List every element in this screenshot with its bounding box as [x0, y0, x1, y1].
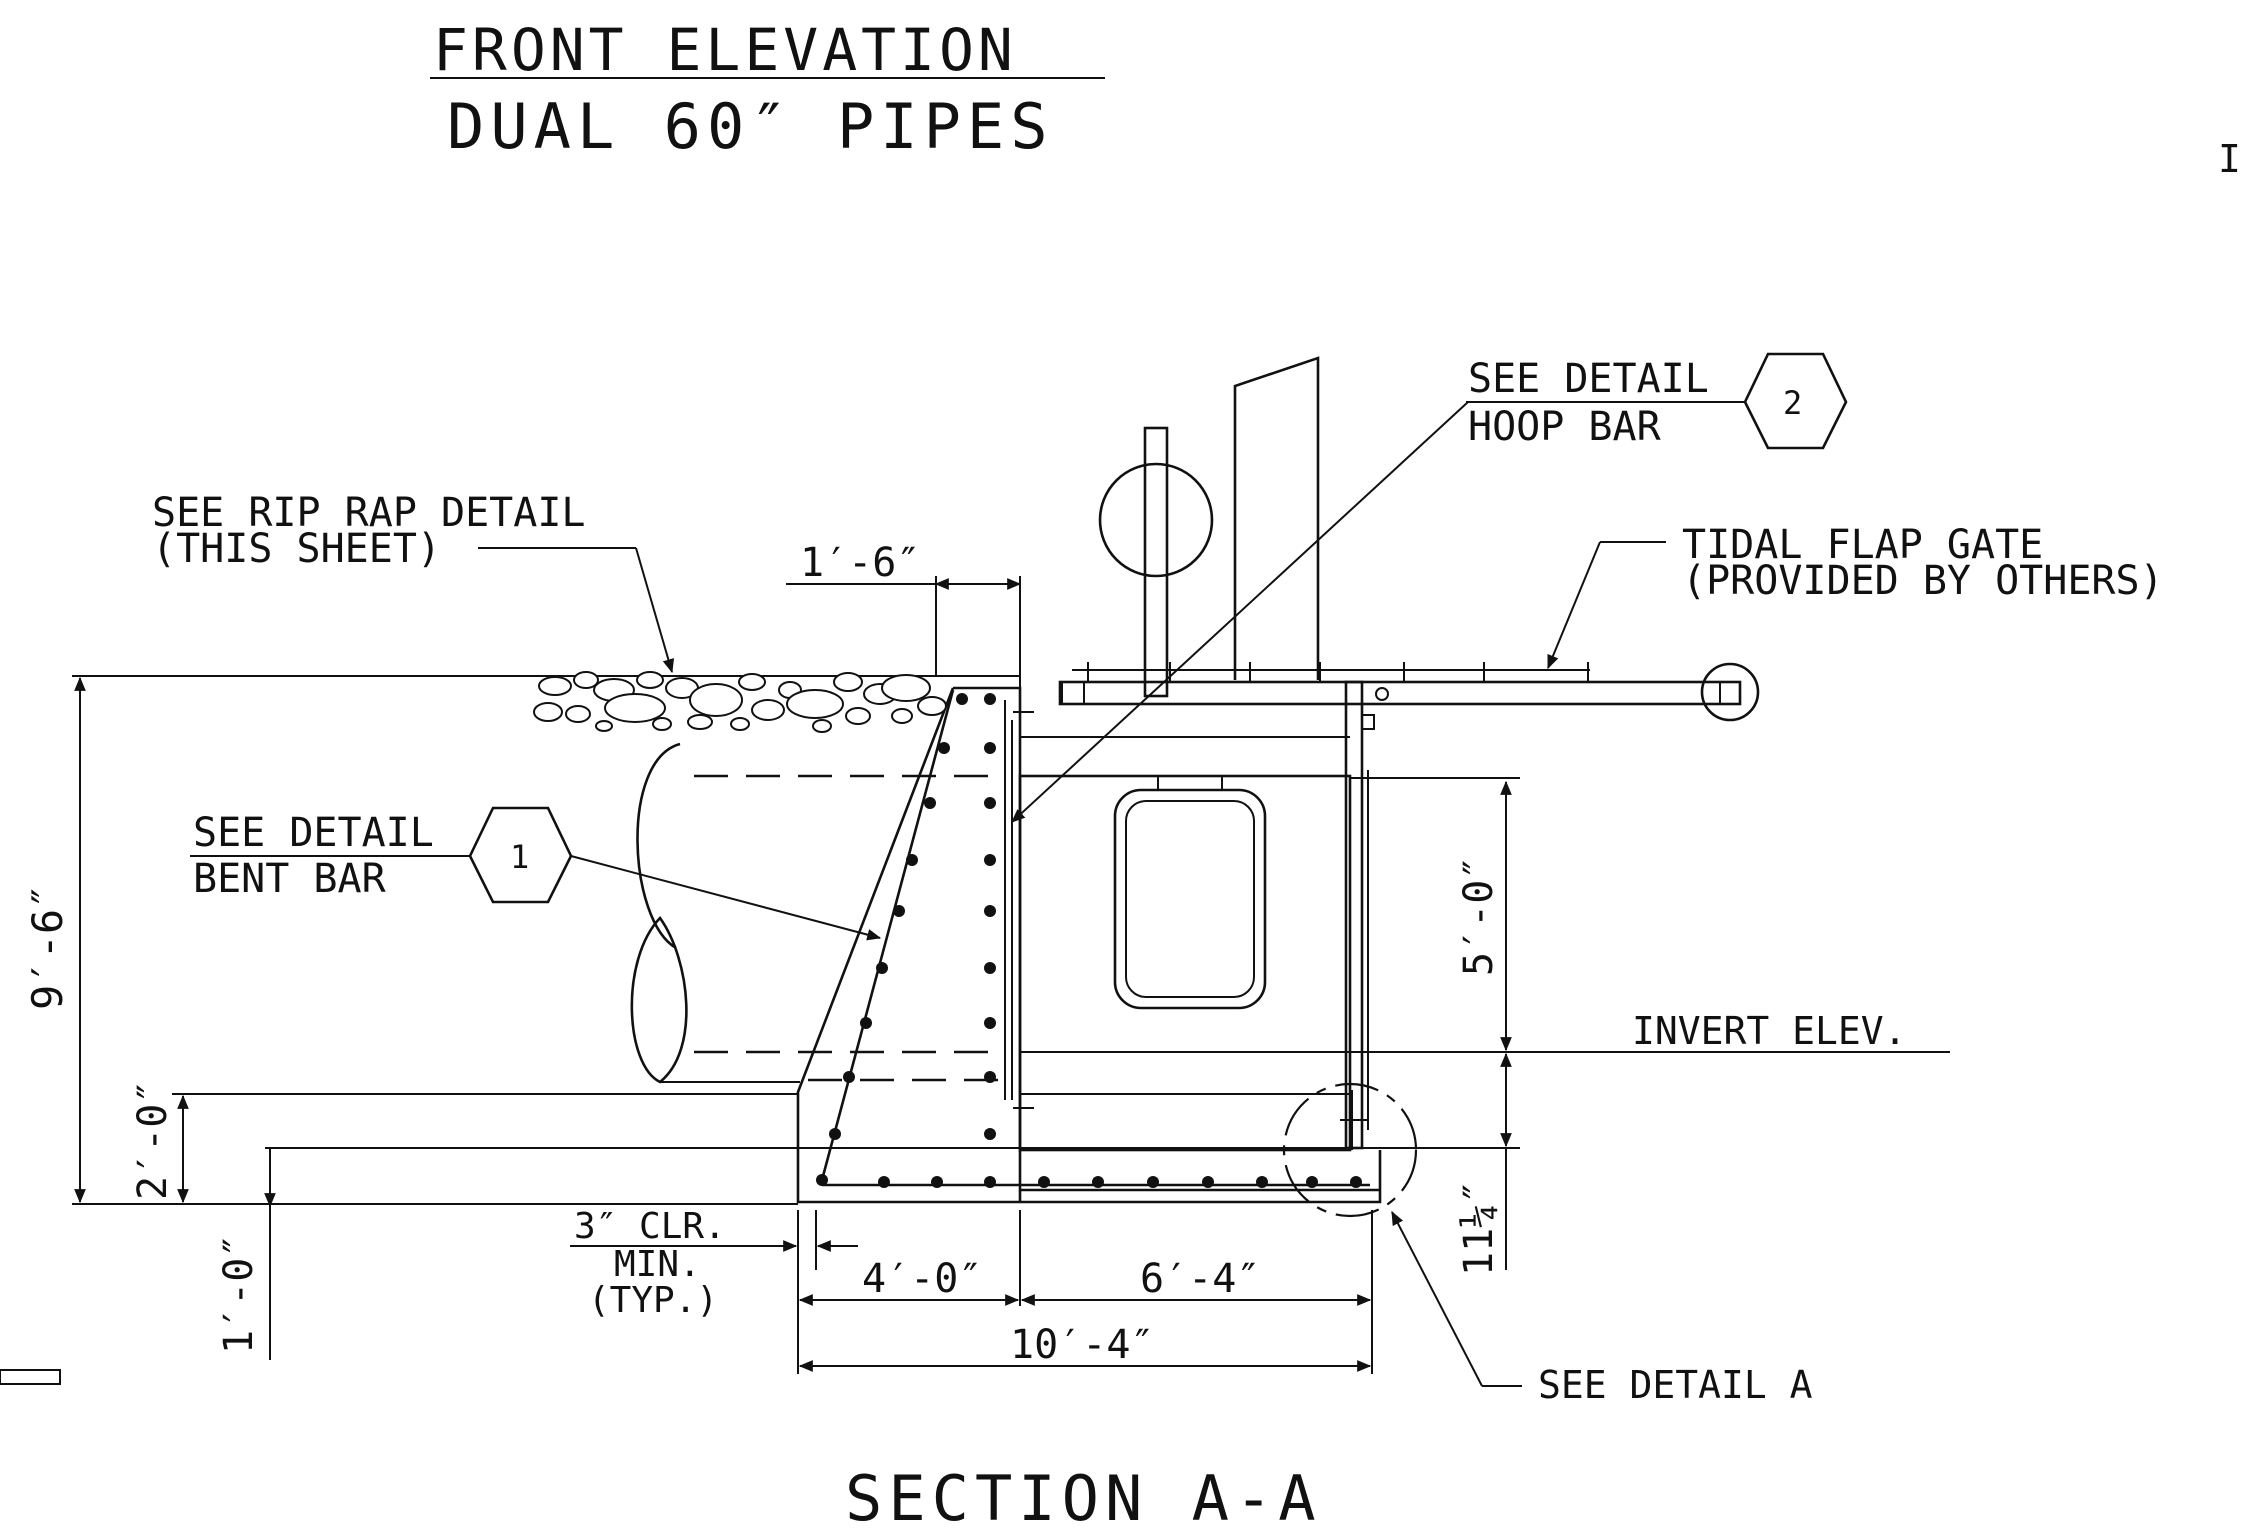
- edge-fragment: [0, 1369, 61, 1385]
- dim-invert-offset: 11¼″: [1456, 1180, 1502, 1276]
- operator-wheel: [1098, 462, 1214, 578]
- pipe-section-cut: [630, 915, 688, 1084]
- clr-line3: (TYP.): [588, 1280, 718, 1321]
- detail-a-marker: [1013, 711, 1418, 1218]
- detail-2-line1: SEE DETAIL: [1468, 356, 1709, 402]
- dim-base-right: 6′-4″: [1140, 1256, 1260, 1302]
- detail-1-line1: SEE DETAIL: [193, 810, 434, 856]
- detail-2-tag: 2: [1783, 384, 1802, 422]
- tidal-line2: (PROVIDED BY OTHERS): [1682, 558, 2164, 604]
- dim-base-left: 4′-0″: [862, 1256, 982, 1302]
- callouts: SEE DETAIL HOOP BAR 2 SEE RIP RAP DETAIL…: [152, 352, 2164, 1407]
- detail-1-tag: 1: [510, 838, 529, 876]
- invert-elevation-label: INVERT ELEV.: [1632, 1009, 1907, 1053]
- dim-slab-depth: 2′-0″: [130, 1080, 176, 1200]
- edge-text-fragment: I: [2218, 137, 2241, 181]
- clr-line2: MIN.: [614, 1244, 701, 1285]
- headwall-structure: [72, 675, 1520, 1205]
- gate-flag-plate: [1233, 356, 1320, 680]
- detail-a-label: SEE DETAIL A: [1538, 1363, 1813, 1407]
- detail-2-hexagon: [1743, 352, 1848, 450]
- title-block: FRONT ELEVATION DUAL 60″ PIPES I SECTION…: [430, 16, 2241, 1529]
- riprap-line2: (THIS SHEET): [152, 526, 441, 572]
- riprap-line1: SEE RIP RAP DETAIL: [152, 490, 585, 536]
- beam-end-circle: [1700, 662, 1760, 722]
- front-elevation-title: FRONT ELEVATION: [433, 16, 1017, 84]
- section-title: SECTION A-A: [845, 1462, 1322, 1529]
- culvert-pipe: [630, 742, 1005, 1084]
- tidal-flap-gate: [1018, 356, 1760, 1152]
- clr-line1: 3″ CLR.: [574, 1206, 726, 1247]
- dim-total-height: 9′-6″: [23, 884, 72, 1010]
- gate-window: [1113, 788, 1267, 1010]
- dim-opening: 5′-0″: [1456, 856, 1502, 976]
- rip-rap: [533, 671, 947, 733]
- gate-plate: [1018, 774, 1352, 1152]
- tidal-line1: TIDAL FLAP GATE: [1682, 522, 2043, 568]
- top-beam: [1058, 680, 1742, 706]
- detail-2-line2: HOOP BAR: [1468, 404, 1662, 450]
- rebar-dots: [816, 689, 1370, 1188]
- dimensions: 1′-6″ 9′-6″ 2′-0″ 1′-0″ 5′-0″ 11¼″ INVER…: [23, 540, 1950, 1374]
- dim-toe-depth: 1′-0″: [216, 1234, 262, 1354]
- detail-1-line2: BENT BAR: [193, 856, 387, 902]
- dual-pipes-title: DUAL 60″ PIPES: [447, 90, 1054, 163]
- dim-top-width: 1′-6″: [800, 540, 920, 586]
- dim-base-total: 10′-4″: [1010, 1322, 1155, 1368]
